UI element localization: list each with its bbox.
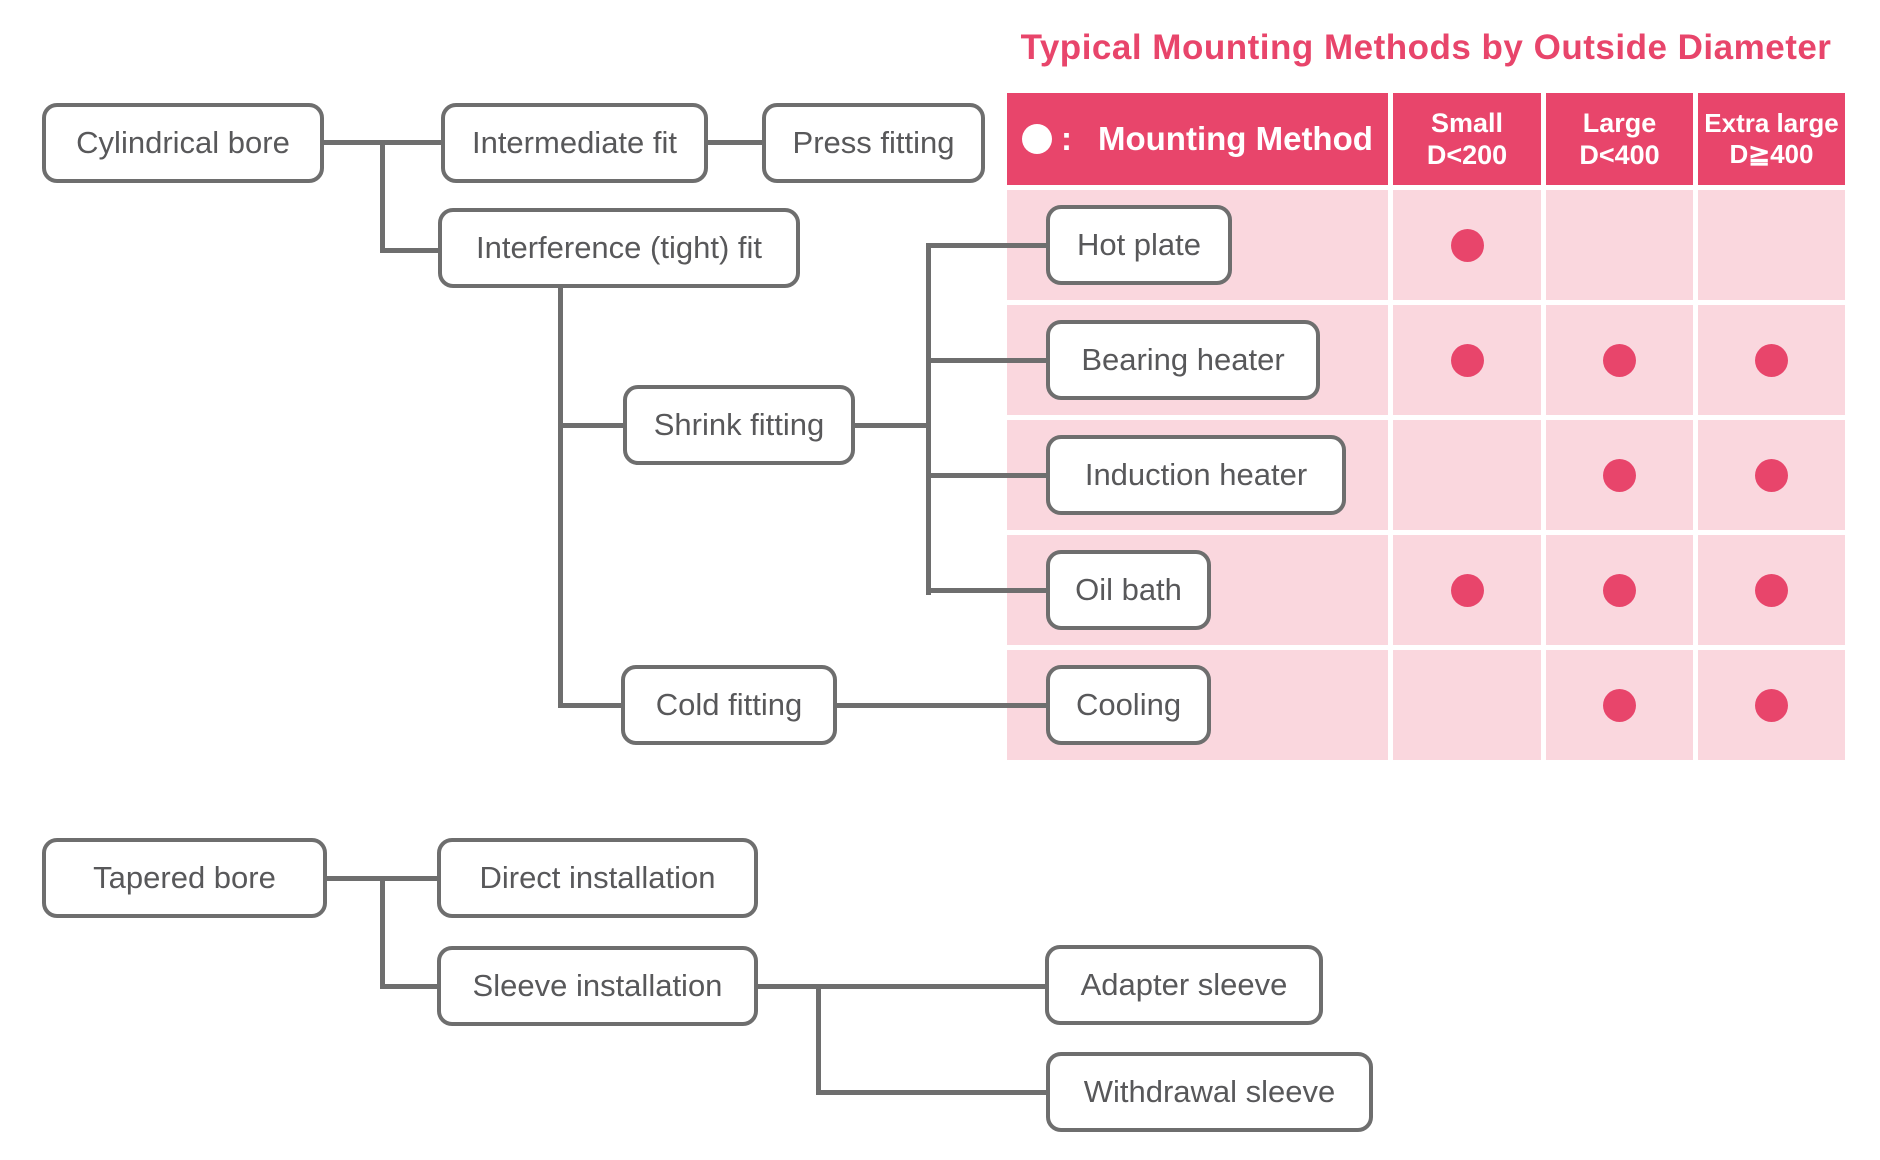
node-cylindrical-bore: Cylindrical bore [42,103,324,183]
mounting-dot [1450,343,1484,377]
table-cell [1698,305,1845,415]
mounting-dot [1755,343,1788,377]
table-cell [1546,535,1693,645]
legend-dot-icon [1022,124,1052,154]
node-shrink-fitting: Shrink fitting [623,385,855,465]
connector-line [816,1090,1048,1095]
column-name: Extra large [1704,107,1839,138]
mounting-dot [1603,343,1636,377]
mounting-dot [1603,573,1636,607]
node-oil-bath: Oil bath [1046,550,1211,630]
column-name: Small [1430,107,1504,138]
connector-line [926,243,931,595]
column-name: Large [1582,107,1657,138]
table-cell [1393,190,1541,300]
node-interference-fit: Interference (tight) fit [438,208,800,288]
node-tapered-bore: Tapered bore [42,838,327,918]
connector-line [926,473,1048,478]
connector-line [558,286,563,707]
node-adapter-sleeve: Adapter sleeve [1045,945,1323,1025]
table-title: Typical Mounting Methods by Outside Diam… [1020,28,1832,67]
legend-label: Mounting Method [1098,120,1373,157]
connector-line [708,140,764,145]
table-cell [1393,650,1541,760]
legend-separator: : [1061,120,1072,157]
connector-line [926,243,1048,248]
table-cell [1546,420,1693,530]
column-header-large: Large D<400 [1546,93,1693,185]
table-cell [1698,420,1845,530]
mounting-method-table: : Mounting Method Small D<200 Large D<40… [1007,93,1845,760]
connector-line [558,703,624,708]
column-range: D<400 [1579,140,1660,170]
column-range: D<200 [1426,140,1508,170]
mounting-dot [1603,458,1636,492]
node-withdrawal-sleeve: Withdrawal sleeve [1046,1052,1373,1132]
connector-line [855,423,931,428]
table-header-legend: : Mounting Method [1007,93,1388,185]
table-cell [1546,650,1693,760]
table-cell [1393,535,1541,645]
node-press-fitting: Press fitting [762,103,985,183]
column-header-extra-large: Extra large D≧400 [1698,93,1845,185]
table-cell [1698,535,1845,645]
connector-line [926,588,1048,593]
connector-line [558,423,626,428]
column-range: D≧400 [1729,139,1814,169]
column-header-small: Small D<200 [1393,93,1541,185]
mounting-dot [1755,458,1788,492]
mounting-dot [1755,688,1788,722]
node-direct-installation: Direct installation [437,838,758,918]
node-bearing-heater: Bearing heater [1046,320,1320,400]
connector-line [380,876,385,989]
mounting-dot [1450,228,1484,262]
connector-line [380,984,439,989]
node-cooling: Cooling [1046,665,1211,745]
node-hot-plate: Hot plate [1046,205,1232,285]
mounting-dot [1755,573,1788,607]
connector-line [380,140,385,253]
table-cell [1393,305,1541,415]
node-sleeve-installation: Sleeve installation [437,946,758,1026]
table-cell [1546,190,1693,300]
connector-line [758,984,1048,989]
connector-line [380,248,440,253]
table-cell [1393,420,1541,530]
table-cell [1546,305,1693,415]
node-intermediate-fit: Intermediate fit [441,103,708,183]
connector-line [926,358,1048,363]
node-induction-heater: Induction heater [1046,435,1346,515]
table-cell [1698,650,1845,760]
mounting-dot [1450,573,1484,607]
mounting-dot [1603,688,1636,722]
connector-line [837,703,1048,708]
node-cold-fitting: Cold fitting [621,665,837,745]
table-cell [1698,190,1845,300]
connector-line [816,984,821,1095]
